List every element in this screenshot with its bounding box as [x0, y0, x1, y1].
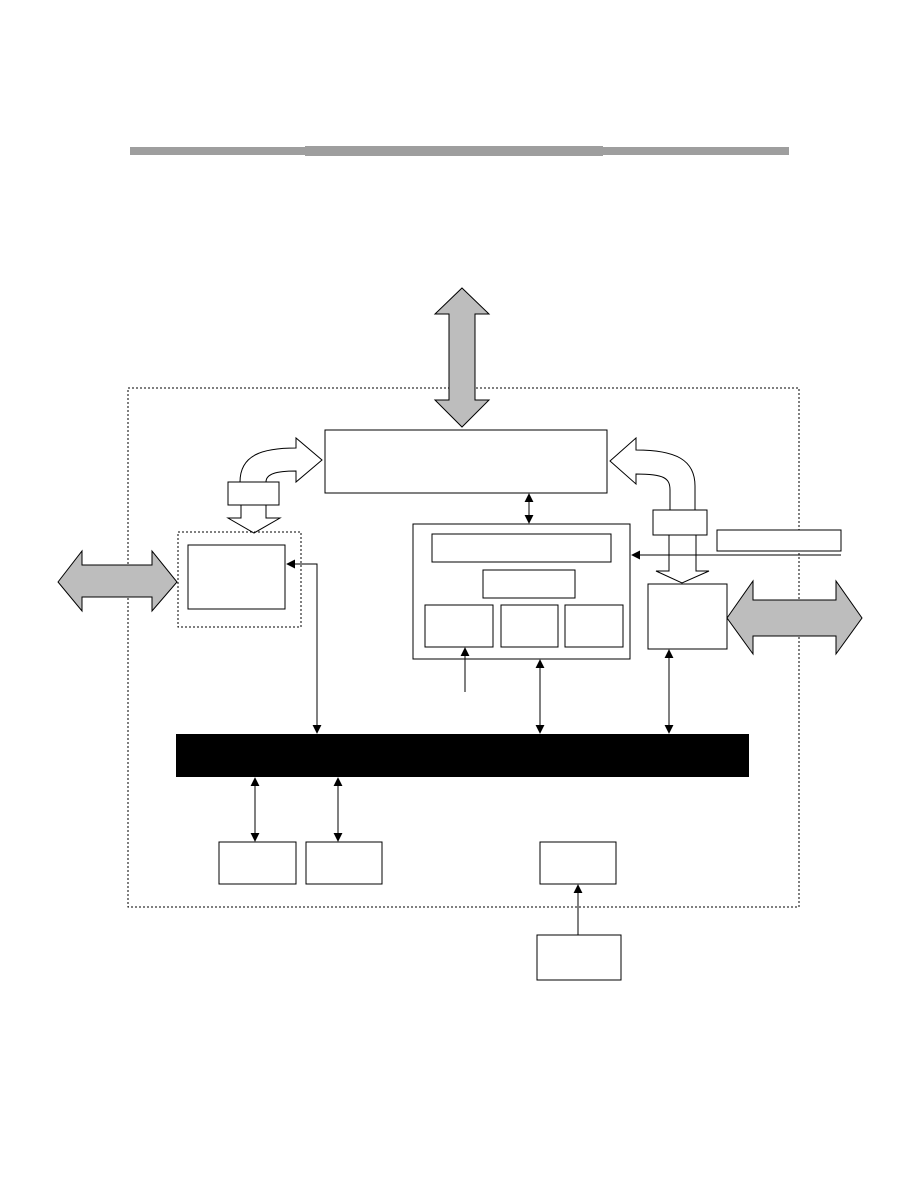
center-middle-block: [482, 569, 576, 599]
center-top-row-block: [431, 533, 612, 563]
system-boundary: [127, 387, 800, 908]
right-block: [647, 583, 728, 650]
left-dashed-group: [177, 531, 302, 628]
top-external-arrow-icon: [433, 287, 491, 428]
title-rule-left: [130, 147, 305, 155]
right-curved-arrow-icon: [609, 436, 696, 511]
center-bottom-right-block: [564, 604, 624, 648]
left-down-hollow-arrow-icon: [226, 504, 282, 534]
left-block-bus-link: [286, 559, 322, 734]
top-controller-block: [324, 429, 608, 494]
right-down-hollow-arrow-icon: [655, 534, 710, 584]
small-right-block: [652, 509, 708, 536]
small-left-block: [227, 481, 280, 506]
title-rule-right: [603, 147, 789, 155]
left-curved-arrow-icon: [239, 436, 323, 484]
left-inner-block: [187, 544, 286, 610]
system-bus: [176, 734, 749, 777]
title-rule-center: [305, 146, 603, 156]
right-external-arrow-icon: [726, 579, 863, 656]
left-external-arrow-icon: [57, 549, 178, 613]
center-bottom-mid-block: [500, 604, 559, 648]
right-label-block: [716, 529, 842, 552]
bottom-block-1: [218, 841, 297, 885]
external-bottom-block: [536, 934, 622, 981]
bottom-block-2: [305, 841, 383, 885]
bottom-block-3: [539, 841, 617, 885]
center-bottom-left-block: [424, 604, 494, 648]
